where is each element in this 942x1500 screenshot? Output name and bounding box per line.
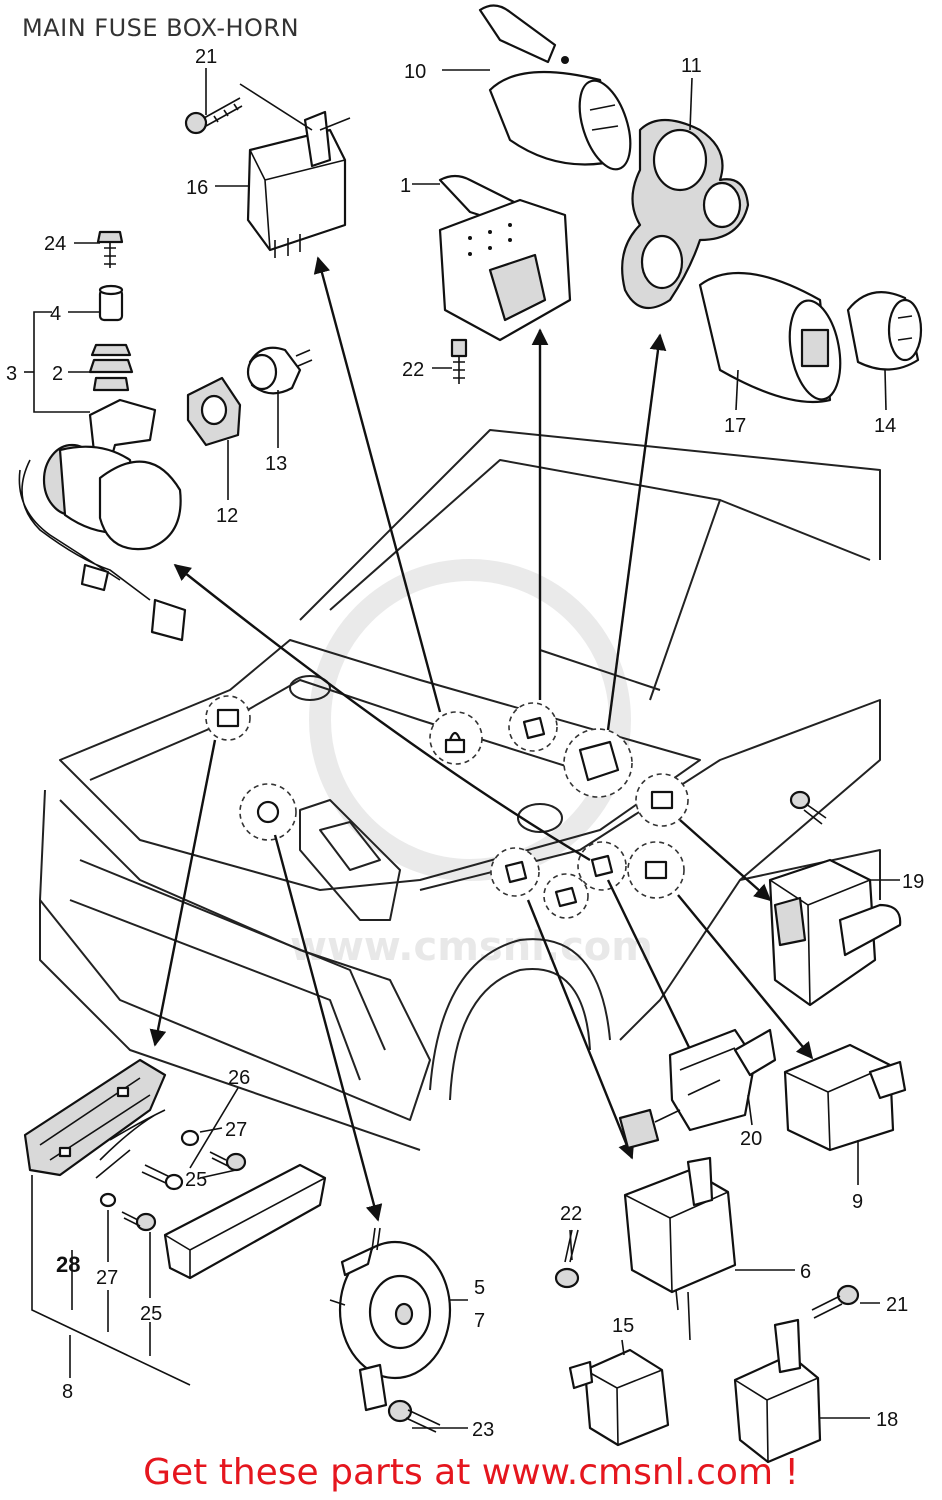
callout-5: 5	[474, 1277, 485, 1299]
callout-28: 28	[56, 1252, 80, 1277]
part-4-collar	[98, 284, 124, 322]
callout-19: 19	[902, 871, 924, 893]
part-5-horn	[329, 1227, 452, 1412]
callout-6: 6	[800, 1261, 811, 1283]
part-18-relay	[733, 1318, 822, 1464]
callout-27-a: 27	[225, 1119, 247, 1141]
part-21-bolt-bottom	[811, 1284, 860, 1319]
part-25-bolt-b	[121, 1211, 157, 1232]
part-15-relay	[568, 1348, 670, 1447]
part-13-socket	[246, 346, 313, 395]
part-1-connector-block	[438, 174, 572, 342]
callout-10: 10	[404, 61, 426, 83]
part-22-bolt-bottom	[554, 1229, 580, 1289]
leader-lines	[24, 68, 900, 1429]
callout-13: 13	[265, 453, 287, 475]
part-bolt-right	[789, 790, 827, 825]
diagram-title: MAIN FUSE BOX-HORN	[22, 14, 300, 42]
callout-3: 3	[6, 363, 17, 385]
car-body-outline	[39, 429, 881, 1151]
callout-22-top: 22	[402, 359, 424, 381]
part-16-relay	[246, 110, 351, 258]
part-12-holder	[186, 376, 242, 447]
callout-25-a: 25	[185, 1169, 207, 1191]
part-10-relay-cylinder	[478, 4, 632, 171]
callout-18: 18	[876, 1409, 898, 1431]
part-14-plug-cap	[846, 291, 923, 371]
part-28-fuse-cover	[163, 1163, 327, 1280]
callout-27-b: 27	[96, 1267, 118, 1289]
part-26-screw	[141, 1164, 184, 1191]
callout-20: 20	[740, 1128, 762, 1150]
watermark-logo: www.cmsnl.com	[290, 559, 653, 970]
callout-24: 24	[44, 233, 66, 255]
part-25-bolt-a	[209, 1151, 247, 1172]
callout-26: 26	[228, 1067, 250, 1089]
callout-11: 11	[681, 55, 702, 77]
callout-8: 8	[62, 1381, 73, 1403]
part-23-bolt	[387, 1399, 441, 1433]
callout-25-b: 25	[140, 1303, 162, 1325]
part-6-relay	[623, 1156, 737, 1341]
part-8-fuse-box	[23, 1058, 167, 1179]
part-19-relay	[768, 858, 902, 1007]
watermark-text: www.cmsnl.com	[290, 924, 653, 970]
callout-12: 12	[216, 505, 238, 527]
part-2-grommet	[88, 343, 134, 392]
callout-labels: 21 16 1 10 11 24 4 2 3 22 12 13 17 14 19…	[6, 46, 924, 1441]
part-9-relay	[783, 1043, 907, 1152]
callout-7: 7	[474, 1310, 485, 1332]
part-27-washer-b	[99, 1192, 117, 1208]
part-24-screw	[96, 230, 124, 268]
part-11-relay-clamp	[621, 119, 750, 310]
callout-23: 23	[472, 1419, 494, 1441]
part-21-bolt-top	[184, 97, 243, 135]
callout-21-top: 21	[195, 46, 217, 68]
part-27-washer-a	[180, 1129, 200, 1147]
callout-4: 4	[50, 303, 61, 325]
callout-14: 14	[874, 415, 896, 437]
part-17-capacitor	[698, 271, 842, 404]
location-arrows	[149, 256, 814, 1222]
part-20-relay	[618, 1028, 777, 1150]
callout-9: 9	[852, 1191, 863, 1213]
footer-link-text[interactable]: Get these parts at www.cmsnl.com !	[143, 1452, 799, 1493]
part-22-bolt-top	[450, 338, 468, 384]
part-3-horn-assembly	[18, 398, 187, 642]
callout-21-bottom: 21	[886, 1294, 908, 1316]
callout-17: 17	[724, 415, 746, 437]
location-markers	[205, 695, 689, 919]
callout-15: 15	[612, 1315, 634, 1337]
callout-1: 1	[400, 175, 411, 197]
callout-2: 2	[52, 363, 63, 385]
callout-22-bottom: 22	[560, 1203, 582, 1225]
callout-16: 16	[186, 177, 208, 199]
